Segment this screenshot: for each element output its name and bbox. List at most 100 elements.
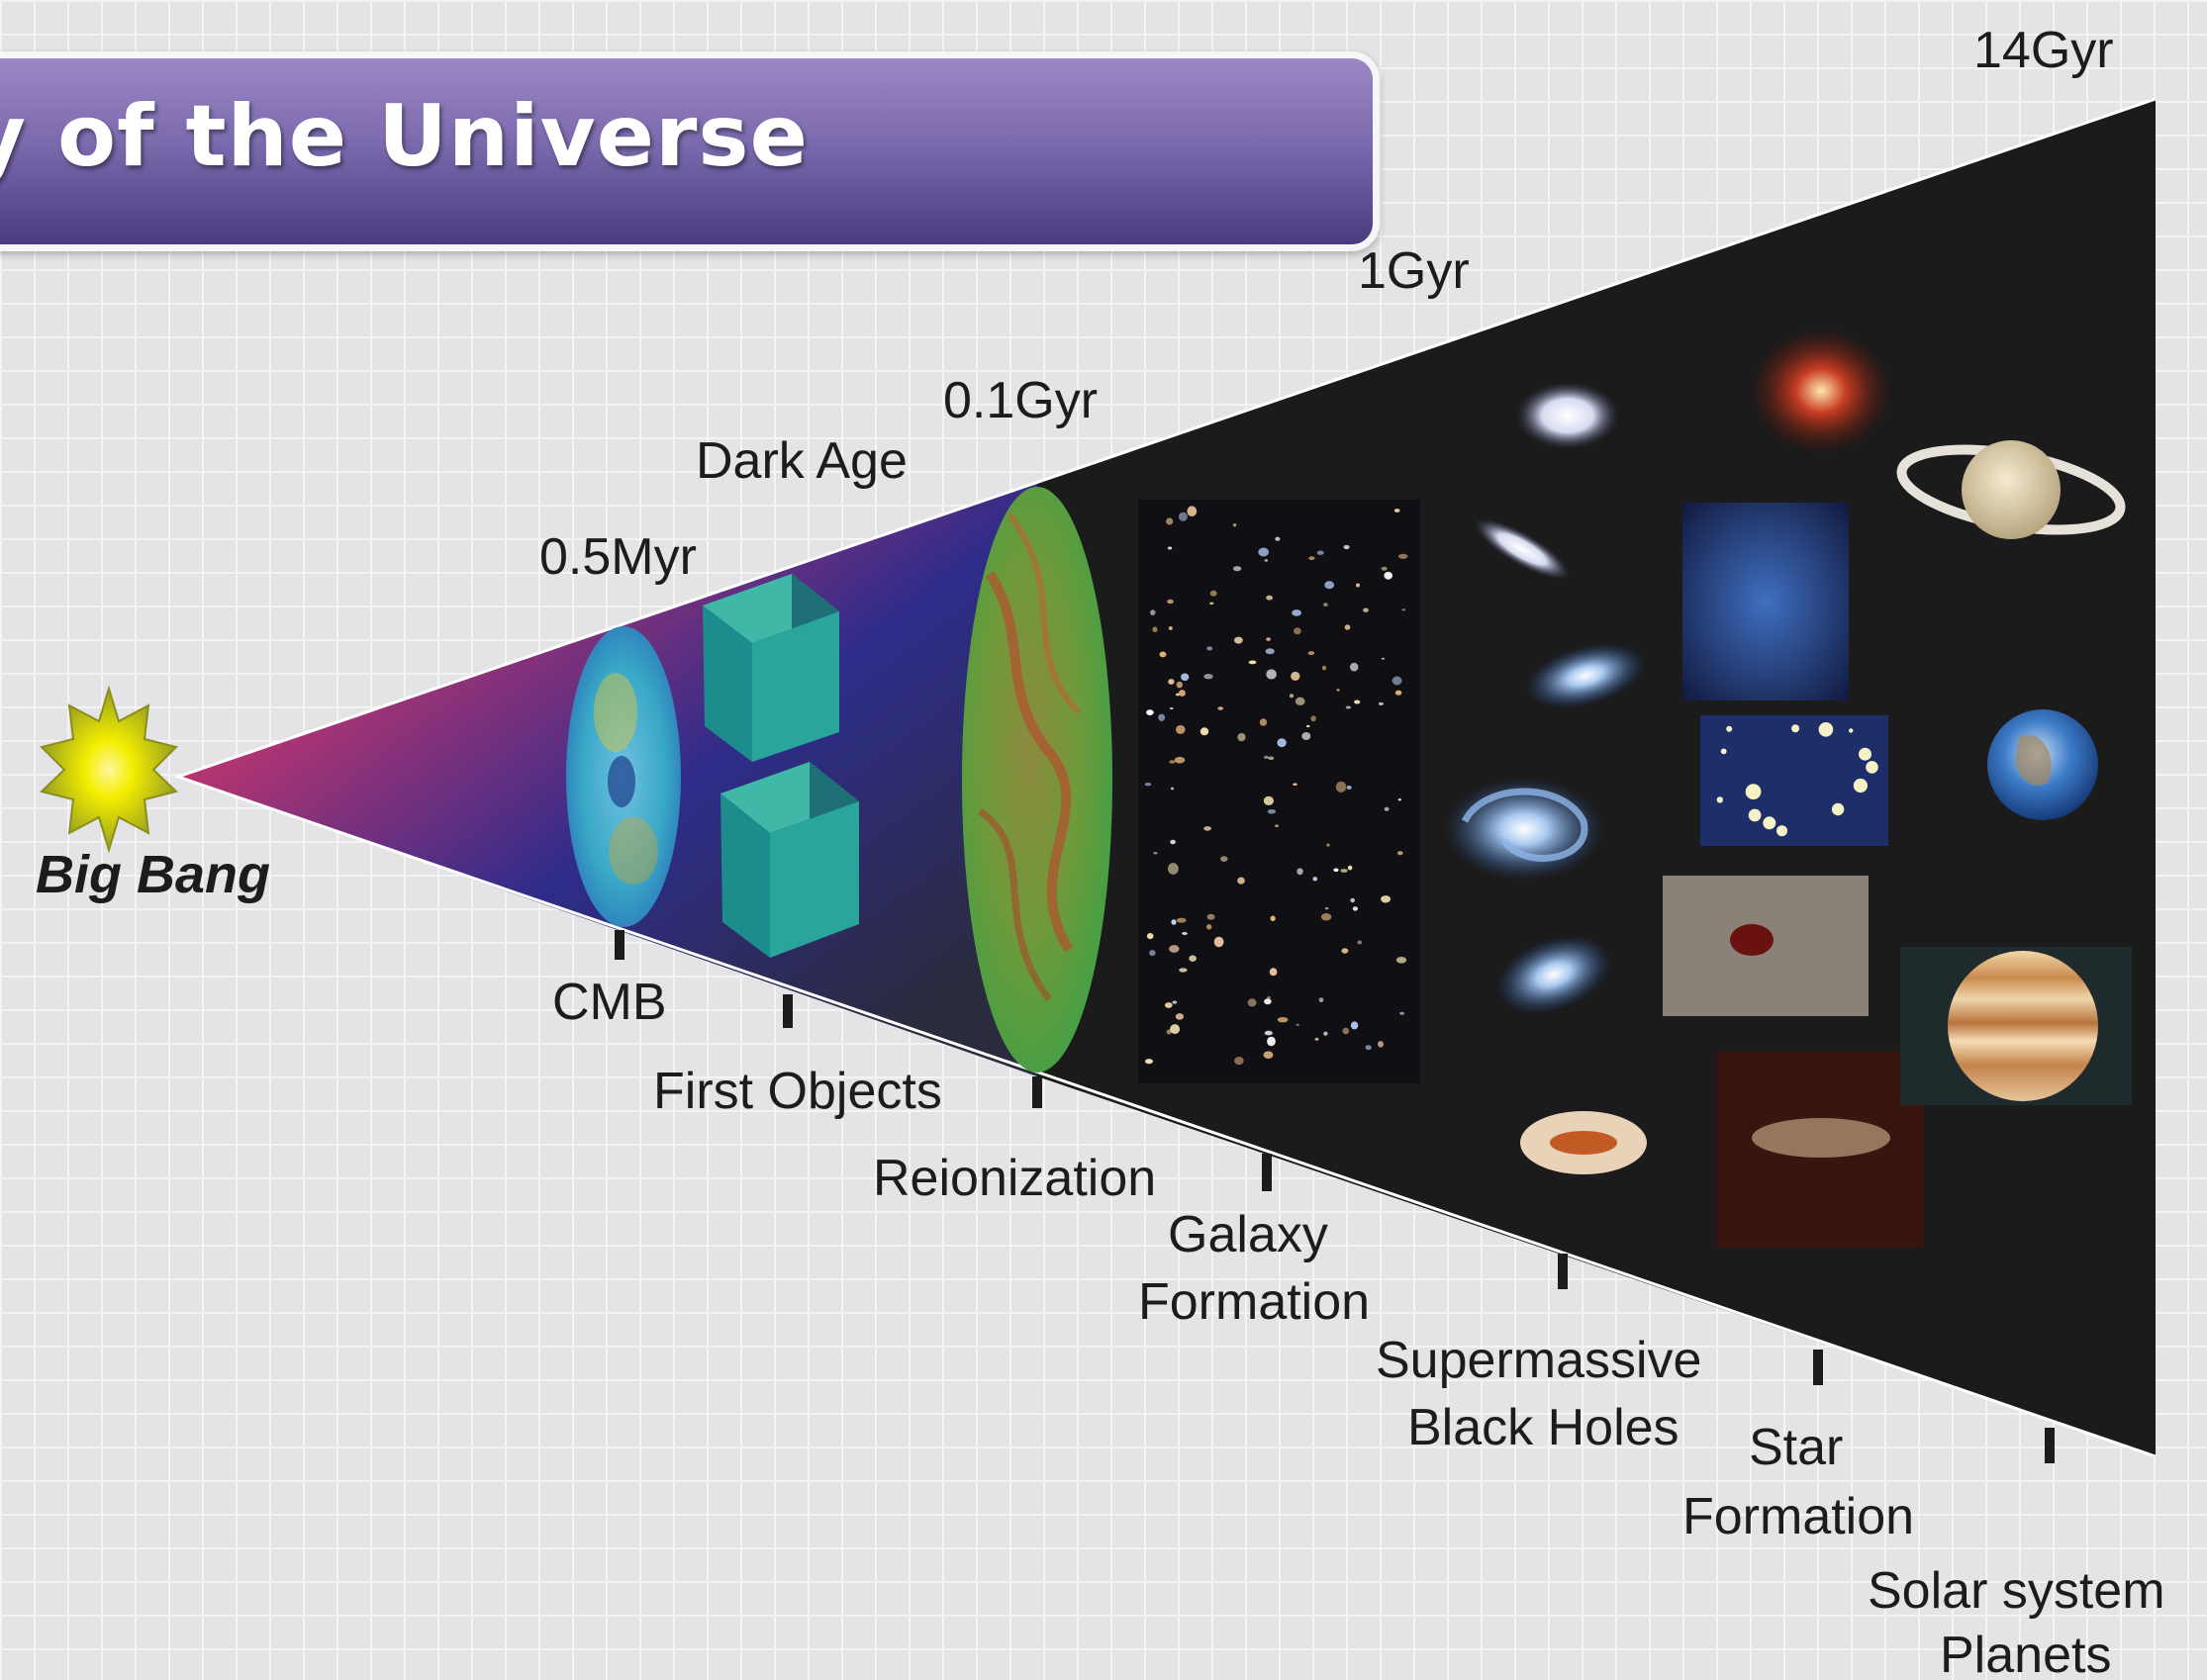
deep-field-galaxy <box>1203 826 1211 831</box>
cluster-star <box>1866 761 1878 774</box>
deep-field-galaxy <box>1384 571 1392 580</box>
stage-label-cmb: CMB <box>552 974 667 1031</box>
deep-field-galaxy <box>1181 673 1190 682</box>
deep-field-galaxy <box>1336 689 1340 692</box>
stage-label-supermassive: Supermassive <box>1376 1332 1701 1389</box>
deep-field-galaxy <box>1342 1027 1350 1035</box>
tick-galaxy-formation <box>1262 1154 1272 1191</box>
deep-field-galaxy <box>1365 1045 1372 1051</box>
jupiter-icon <box>1948 951 2098 1101</box>
deep-field-galaxy <box>1320 913 1332 921</box>
stage-label-first-objects: First Objects <box>653 1063 942 1120</box>
deep-field-galaxy <box>1296 868 1303 876</box>
deep-field-galaxy <box>1391 676 1402 686</box>
spiral-arm <box>1461 788 1588 862</box>
deep-field-galaxy <box>1395 957 1407 964</box>
deep-field-galaxy <box>1277 1017 1289 1023</box>
deep-field-galaxy <box>1363 607 1369 612</box>
deep-field-image <box>1138 500 1420 1083</box>
deep-field-galaxy <box>1307 651 1315 656</box>
deep-field-galaxy <box>1172 1000 1178 1004</box>
cluster-star <box>1818 722 1834 737</box>
deep-field-galaxy <box>1170 839 1176 845</box>
deep-field-galaxy <box>1187 506 1198 516</box>
deep-field-galaxy <box>1346 786 1352 790</box>
deep-field-galaxy <box>1269 968 1278 977</box>
cluster-star <box>1791 724 1800 733</box>
deep-field-galaxy <box>1232 523 1237 527</box>
deep-field-galaxy <box>1265 648 1275 655</box>
cmb-cold-patch <box>608 756 635 807</box>
deep-field-galaxy <box>1275 536 1281 541</box>
deep-field-galaxy <box>1206 646 1213 651</box>
deep-field-galaxy <box>1248 660 1257 665</box>
deep-field-galaxy <box>1354 700 1361 704</box>
deep-field-galaxy <box>1169 706 1174 710</box>
cluster-star <box>1853 778 1868 793</box>
irregular-galaxy-icon <box>1496 935 1611 1014</box>
stage-label-reionization: Reionization <box>873 1150 1156 1207</box>
big-bang-star-icon <box>39 685 179 854</box>
cmb-warm-patch <box>609 817 658 885</box>
deep-field-galaxy <box>1169 760 1176 764</box>
deep-field-galaxy <box>1401 608 1406 611</box>
deep-field-galaxy <box>1263 1051 1274 1059</box>
protoplanetary-disk-glow <box>1752 1118 1890 1158</box>
cluster-star <box>1726 725 1733 732</box>
deep-field-galaxy <box>1150 609 1156 615</box>
stage-label-star-formation: Formation <box>1682 1488 1914 1545</box>
deep-field-galaxy <box>1176 681 1184 689</box>
deep-field-galaxy <box>1153 851 1158 855</box>
deep-field-galaxy <box>1179 968 1188 973</box>
deep-field-galaxy <box>1394 690 1402 696</box>
star-forming-region-image <box>1682 503 1849 700</box>
deep-field-galaxy <box>1312 877 1318 882</box>
cluster-star <box>1859 747 1871 761</box>
stage-label-planets: Planets <box>1940 1627 2111 1680</box>
deep-field-galaxy <box>1176 724 1186 734</box>
deep-field-galaxy <box>1264 1030 1273 1036</box>
deep-field-galaxy <box>1357 940 1363 945</box>
deep-field-galaxy <box>1316 550 1324 555</box>
deep-field-galaxy <box>1206 924 1212 930</box>
big-bang-label: Big Bang <box>36 845 270 904</box>
deep-field-galaxy <box>1356 583 1360 588</box>
deep-field-galaxy <box>1258 547 1270 557</box>
deep-field-galaxy <box>1149 950 1156 957</box>
deep-field-galaxy <box>1178 690 1186 697</box>
deep-field-galaxy <box>1345 705 1352 709</box>
deep-field-galaxy <box>1164 1002 1173 1008</box>
deep-field-galaxy <box>1220 856 1228 862</box>
first-objects-cube-icon <box>720 762 859 958</box>
deep-field-galaxy <box>1144 783 1152 787</box>
time-label-0-1gyr: 0.1Gyr <box>943 372 1098 429</box>
deep-field-galaxy <box>1397 553 1408 559</box>
deep-field-galaxy <box>1264 559 1269 562</box>
deep-field-galaxy <box>1268 756 1275 761</box>
deep-field-galaxy <box>1166 517 1174 525</box>
deep-field-galaxy <box>1266 637 1271 641</box>
deep-field-galaxy <box>1294 627 1301 635</box>
deep-field-galaxy <box>1333 868 1339 873</box>
deep-field-galaxy <box>1174 756 1186 764</box>
cluster-star <box>1776 825 1787 837</box>
cluster-star <box>1748 808 1762 822</box>
cluster-star <box>1763 816 1776 830</box>
deep-field-galaxy <box>1232 566 1242 572</box>
stage-label-formation: Formation <box>1138 1273 1370 1331</box>
nebula-icon <box>1750 327 1892 454</box>
deep-field-galaxy <box>1168 679 1175 685</box>
cluster-star <box>1849 728 1854 733</box>
deep-field-galaxy <box>1234 636 1243 644</box>
deep-field-galaxy <box>1378 701 1384 706</box>
cluster-star <box>1745 784 1762 800</box>
deep-field-galaxy <box>1314 1037 1319 1041</box>
reionization-filament <box>985 571 1074 953</box>
deep-field-galaxy <box>1209 590 1217 597</box>
barred-galaxy-icon <box>1525 642 1646 709</box>
deep-field-galaxy <box>1350 662 1359 672</box>
protostar-core <box>1730 924 1774 956</box>
deep-field-galaxy <box>1323 1031 1328 1036</box>
deep-field-galaxy <box>1292 609 1301 616</box>
